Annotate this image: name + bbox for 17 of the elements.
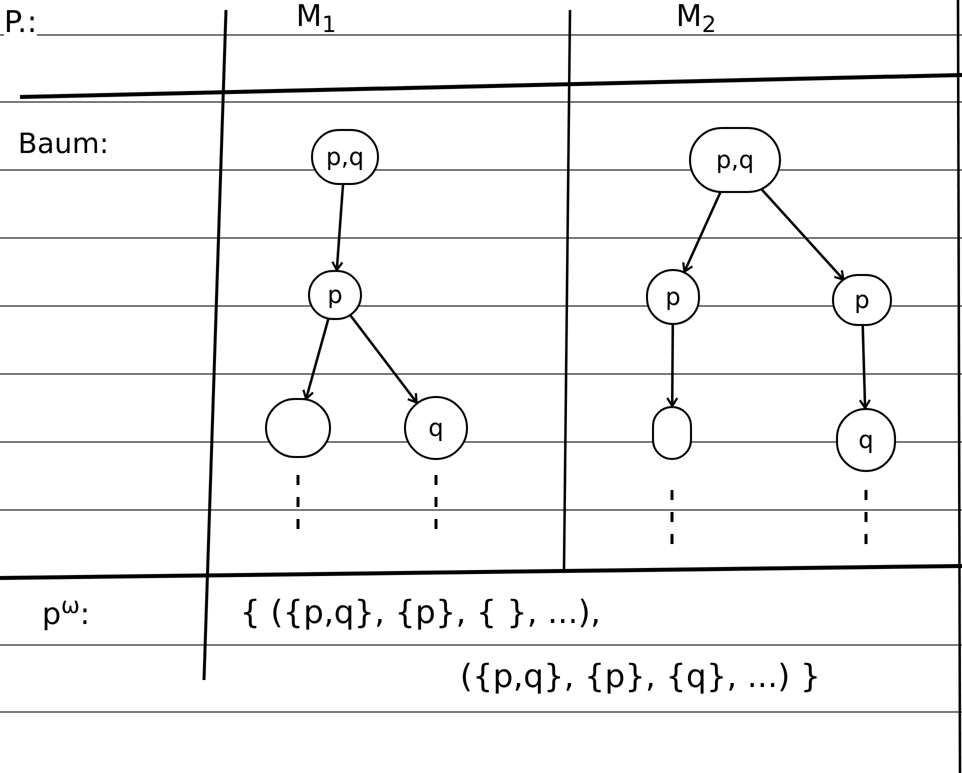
- handwritten-label: P.:: [4, 8, 38, 38]
- node-label: p: [854, 288, 870, 312]
- node-label: p,q: [326, 145, 364, 169]
- arrow: [759, 186, 845, 281]
- node-label: q: [428, 416, 444, 440]
- arrow: [666, 325, 678, 408]
- node-label: p: [327, 283, 343, 307]
- arrow: [682, 190, 722, 273]
- node-label: q: [858, 428, 874, 452]
- arrow: [331, 184, 344, 272]
- arrow: [350, 314, 418, 404]
- handwritten-label: M$_{1}$: [296, 2, 336, 32]
- arrow: [302, 318, 330, 400]
- node-label: p,q: [716, 148, 754, 172]
- node-label: p: [665, 285, 681, 309]
- handwritten-label: M$_{2}$: [676, 2, 716, 32]
- arrow: [858, 326, 871, 410]
